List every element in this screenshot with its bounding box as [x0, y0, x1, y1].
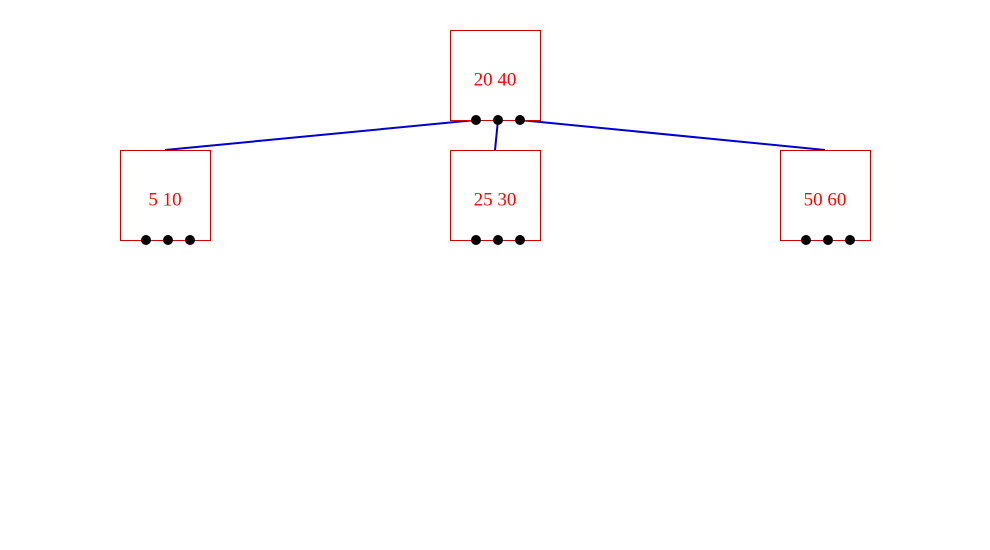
pointer-dot	[185, 235, 195, 245]
node-pointers	[471, 235, 525, 245]
pointer-dot	[823, 235, 833, 245]
pointer-dot	[515, 235, 525, 245]
pointer-dot	[471, 235, 481, 245]
node-pointers	[141, 235, 195, 245]
tree-node-middle: 25 30	[450, 150, 541, 245]
pointer-dot	[141, 235, 151, 245]
pointer-dot	[493, 235, 503, 245]
tree-node-right: 50 60	[780, 150, 871, 245]
node-keys: 5 10	[148, 190, 181, 211]
pointer-dot	[801, 235, 811, 245]
node-keys: 25 30	[474, 190, 517, 211]
pointer-dot	[515, 115, 525, 125]
edge-root-to-left	[164, 119, 477, 151]
pointer-dot	[493, 115, 503, 125]
edge-root-to-middle	[494, 119, 499, 151]
tree-node-left: 5 10	[120, 150, 211, 245]
tree-node-root: 20 40	[450, 30, 541, 125]
pointer-dot	[163, 235, 173, 245]
node-box	[780, 150, 871, 241]
edge-root-to-right	[519, 119, 826, 151]
edges	[164, 119, 826, 151]
node-box	[120, 150, 211, 241]
pointer-dot	[471, 115, 481, 125]
node-pointers	[801, 235, 855, 245]
node-pointers	[471, 115, 525, 125]
node-keys: 50 60	[804, 190, 847, 211]
pointer-dot	[845, 235, 855, 245]
node-keys: 20 40	[474, 70, 517, 91]
